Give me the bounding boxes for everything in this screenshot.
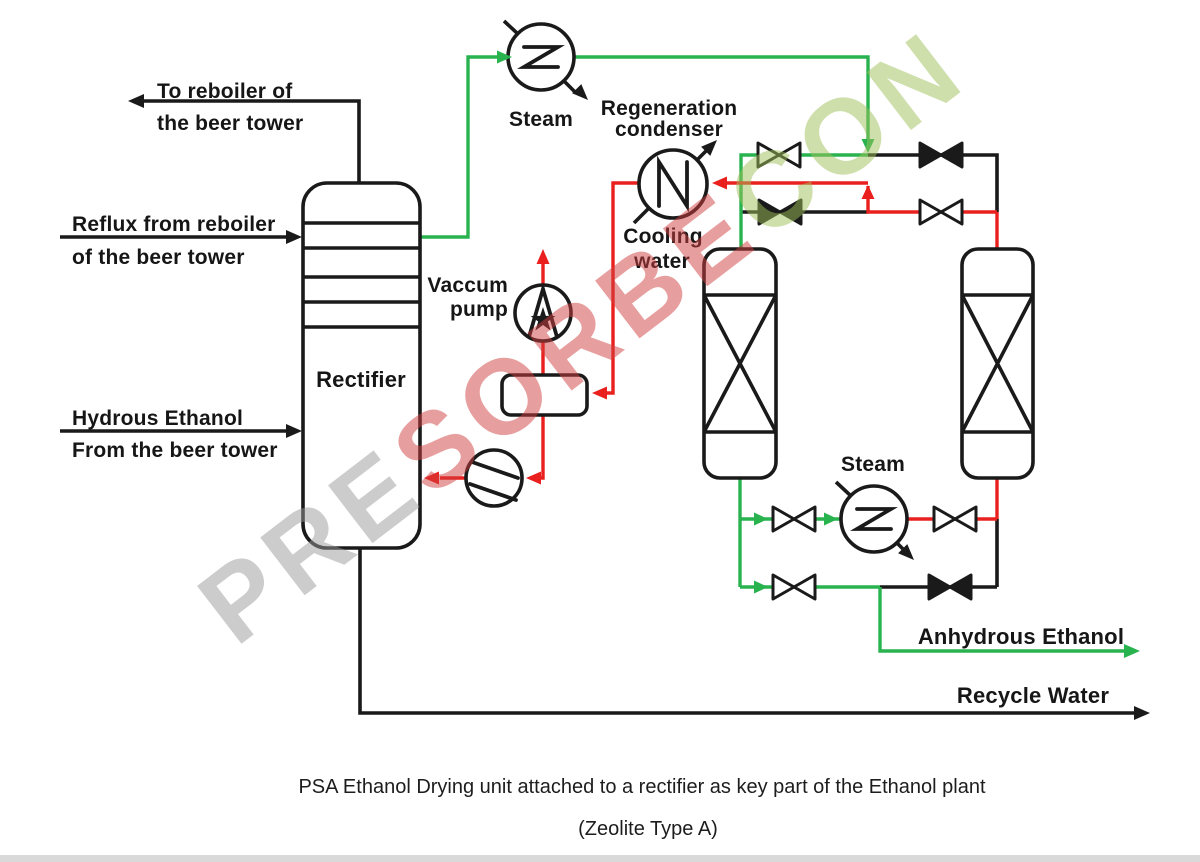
pipe-recycle-water xyxy=(358,548,1136,715)
valve-closed-icon xyxy=(757,198,803,226)
bottom-edge-bar xyxy=(0,855,1200,862)
regeneration-condenser-symbol xyxy=(632,140,717,225)
arrowheads xyxy=(128,50,1150,720)
star-icon xyxy=(530,307,556,331)
label-regen-condenser-line1: Regeneration xyxy=(601,97,738,120)
label-recycle-water: Recycle Water xyxy=(957,683,1109,708)
arrow-left-icon xyxy=(128,94,144,108)
valve-open-icon xyxy=(918,198,964,226)
label-vacuum-pump-line2: pump xyxy=(450,298,508,321)
label-hydrous-line1: Hydrous Ethanol xyxy=(72,407,243,430)
label-cooling-water-line1: Cooling xyxy=(623,225,703,248)
label-anhydrous-ethanol: Anhydrous Ethanol xyxy=(918,624,1124,649)
stream-labels: To reboiler of the beer tower Reflux fro… xyxy=(72,80,1124,708)
exchanger-diagonal xyxy=(632,149,708,225)
arrow-right-icon xyxy=(754,580,768,594)
arrow-up-icon xyxy=(536,249,550,264)
caption-line2: (Zeolite Type A) xyxy=(578,818,718,840)
label-to-reboiler-line1: To reboiler of xyxy=(157,80,293,103)
arrow-down-icon xyxy=(861,139,875,153)
pipe-to-reboiler xyxy=(132,99,361,184)
label-reflux-line2: of the beer tower xyxy=(72,246,245,269)
adsorber-left-symbol xyxy=(702,247,778,480)
exchanger-coil-Z xyxy=(517,45,565,69)
pump-vanes xyxy=(468,460,520,502)
arrow-left-icon xyxy=(712,176,727,190)
arrow-right-icon xyxy=(286,230,302,244)
caption-line1: PSA Ethanol Drying unit attached to a re… xyxy=(298,776,986,798)
label-steam-top: Steam xyxy=(509,108,573,131)
valve-open-icon xyxy=(932,505,978,533)
pipe-rectifier-overhead xyxy=(420,55,500,239)
pfd-diagram: To reboiler of the beer tower Reflux fro… xyxy=(60,19,1150,720)
label-rectifier: Rectifier xyxy=(316,367,406,392)
label-vacuum-pump-line1: Vaccum xyxy=(427,274,508,297)
arrow-left-icon xyxy=(526,471,541,485)
exchanger-diagonal xyxy=(502,19,578,95)
valve-closed-icon xyxy=(927,573,973,601)
arrow-right-icon xyxy=(754,512,768,526)
adsorber-right-symbol xyxy=(960,247,1035,480)
drum-shell xyxy=(500,373,589,417)
label-cooling-water-line2: water xyxy=(633,250,690,273)
valve-open-icon xyxy=(756,141,802,169)
label-hydrous-line2: From the beer tower xyxy=(72,439,278,462)
valve-open-icon xyxy=(771,573,817,601)
arrowhead xyxy=(572,84,588,100)
arrow-right-icon xyxy=(824,512,838,526)
label-steam-bottom: Steam xyxy=(841,453,905,476)
buffer-drum-symbol xyxy=(500,373,589,417)
valve-open-icon xyxy=(771,505,817,533)
arrow-right-icon xyxy=(1124,644,1140,658)
arrow-left-icon xyxy=(424,471,439,485)
pump-vanes xyxy=(527,282,559,339)
arrowhead xyxy=(701,140,717,156)
rectifier-column-symbol xyxy=(301,181,422,550)
arrow-right-icon xyxy=(1134,706,1150,720)
label-to-reboiler-line2: the beer tower xyxy=(157,112,303,135)
reflux-pump-symbol xyxy=(464,448,524,508)
arrow-left-icon xyxy=(592,386,607,400)
pipe-condenser-to-drum xyxy=(606,181,639,395)
pipe-regen-gas xyxy=(574,55,870,146)
vacuum-pump-symbol xyxy=(513,282,573,343)
packing-cross xyxy=(702,293,778,434)
valve-closed-icon xyxy=(918,141,964,169)
label-regen-condenser-line2: condenser xyxy=(615,118,723,141)
pipe-bottom-red xyxy=(903,478,999,521)
arrowhead xyxy=(898,544,914,560)
exchanger-coil-Z xyxy=(850,507,898,531)
steam-heater-bottom-symbol xyxy=(834,480,914,560)
rectifier-shell xyxy=(301,181,422,550)
arrow-right-icon xyxy=(497,50,512,64)
label-reflux-line1: Reflux from reboiler xyxy=(72,213,276,236)
packing-cross xyxy=(960,293,1035,434)
rectifier-trays xyxy=(303,221,420,329)
pipe-left-adsorber-feed xyxy=(739,153,868,249)
arrow-right-icon xyxy=(286,424,302,438)
exchanger-coil-N xyxy=(657,155,689,213)
arrow-up-icon xyxy=(861,185,875,199)
steam-heater-top-symbol xyxy=(502,19,588,100)
